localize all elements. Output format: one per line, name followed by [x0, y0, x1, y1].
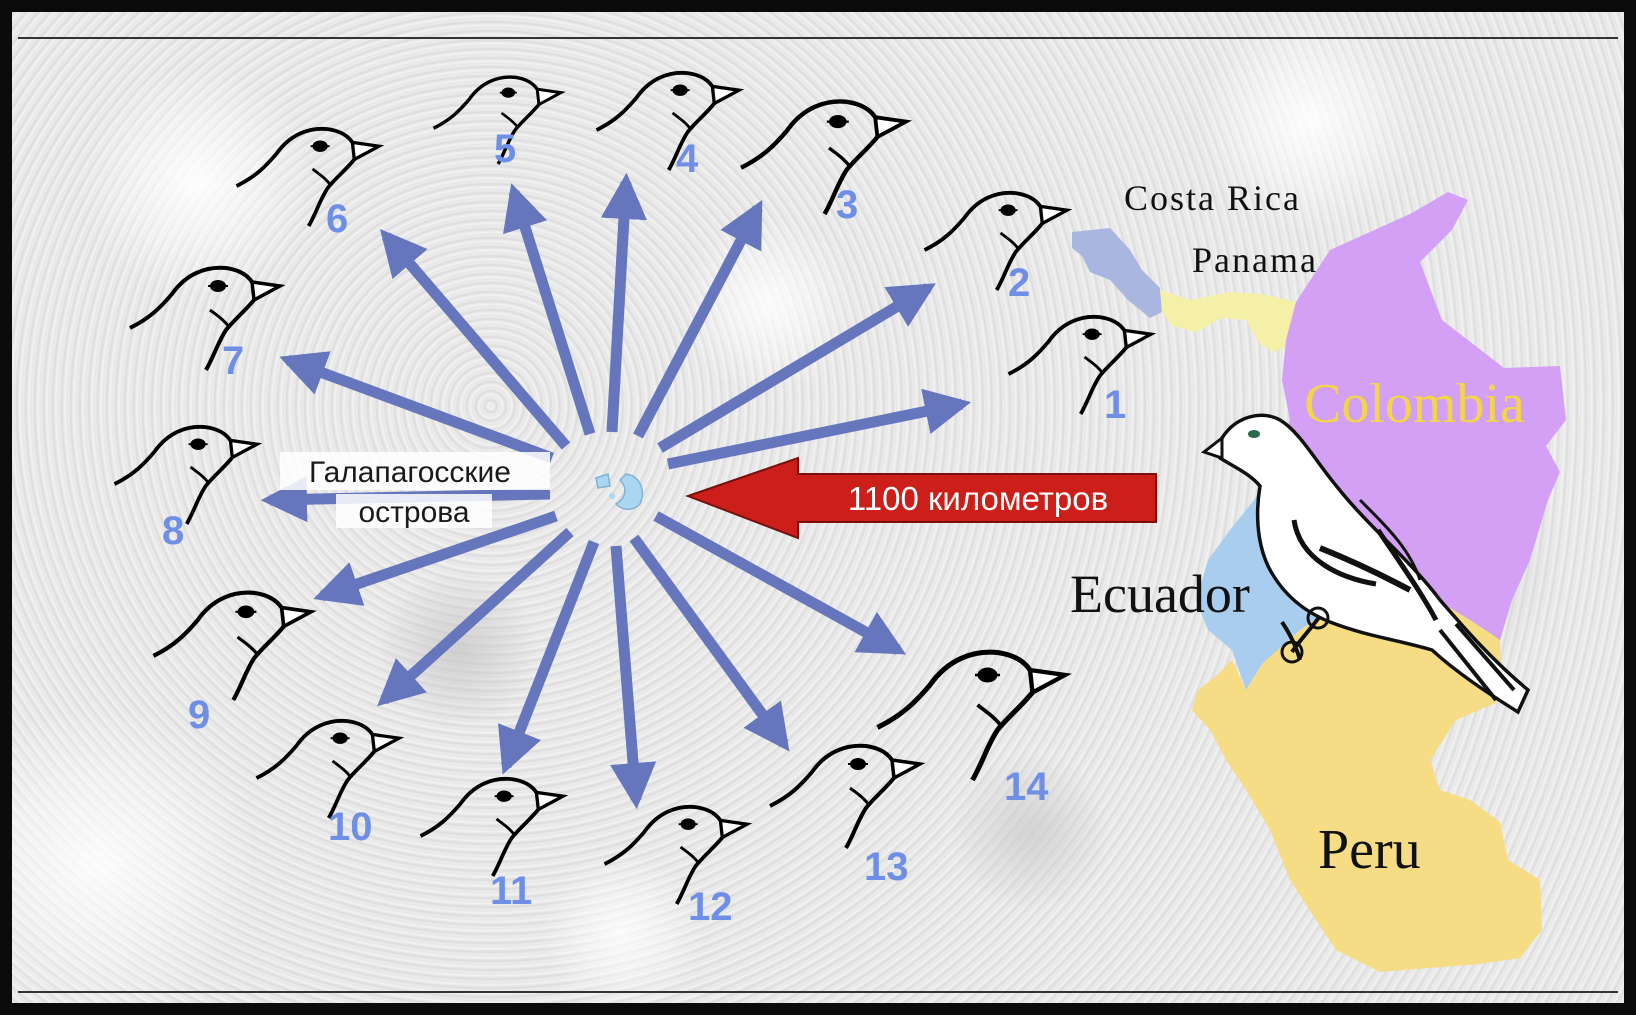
arrow-to-finch-13: [629, 534, 790, 752]
finch-number: 9: [188, 693, 210, 737]
islands-label-line2: острова: [358, 496, 469, 529]
finch-number: 14: [1004, 765, 1049, 809]
finch-number: 10: [328, 805, 373, 849]
arrow-to-finch-3: [633, 199, 763, 439]
finch-number: 2: [1008, 261, 1030, 305]
arrow-to-finch-7: [279, 351, 554, 464]
costa-rica-region: [1072, 228, 1162, 318]
finch-number: 1: [1104, 383, 1126, 427]
label-ecuador: Ecuador: [1070, 564, 1250, 624]
label-peru: Peru: [1318, 819, 1421, 881]
finch-numbers: 1 2 3 4 5 6 7 8 9 10 11 12 13 14: [162, 127, 1126, 929]
arrow-to-finch-11: [498, 539, 600, 775]
arrow-to-finch-10: [377, 527, 574, 707]
label-panama: Panama: [1192, 240, 1318, 280]
finch-number: 8: [162, 509, 184, 553]
galapagos-islands-icon: [595, 473, 644, 510]
distance-arrow: 1100 километров: [685, 456, 1157, 540]
finch-number: 12: [688, 885, 733, 929]
arrow-to-finch-5: [503, 183, 596, 436]
finch-number: 11: [490, 869, 532, 913]
label-colombia: Colombia: [1304, 373, 1525, 435]
finch-number: 5: [494, 127, 516, 171]
islands-label-line1: Галапагосские: [309, 456, 511, 489]
ecuador-region: [1196, 470, 1350, 690]
arrow-to-finch-14: [653, 511, 907, 655]
arrow-to-finch-2: [657, 283, 936, 453]
arrow-to-finch-4: [600, 172, 647, 433]
finch-number: 13: [864, 845, 909, 889]
arrow-to-finch-12: [610, 545, 657, 810]
arrow-to-finch-1: [666, 388, 972, 470]
finch-number: 4: [676, 137, 699, 181]
arrow-to-finch-6: [379, 228, 571, 450]
arrow-to-finch-9: [313, 510, 558, 606]
finch-bird-icon: [1200, 413, 1531, 715]
distance-label: 1100 километров: [848, 480, 1108, 517]
finch-number: 7: [222, 339, 244, 383]
finch-number: 6: [326, 197, 348, 241]
finch-number: 3: [836, 183, 858, 227]
label-costa-rica: Costa Rica: [1124, 178, 1301, 218]
panama-region: [1160, 290, 1298, 352]
